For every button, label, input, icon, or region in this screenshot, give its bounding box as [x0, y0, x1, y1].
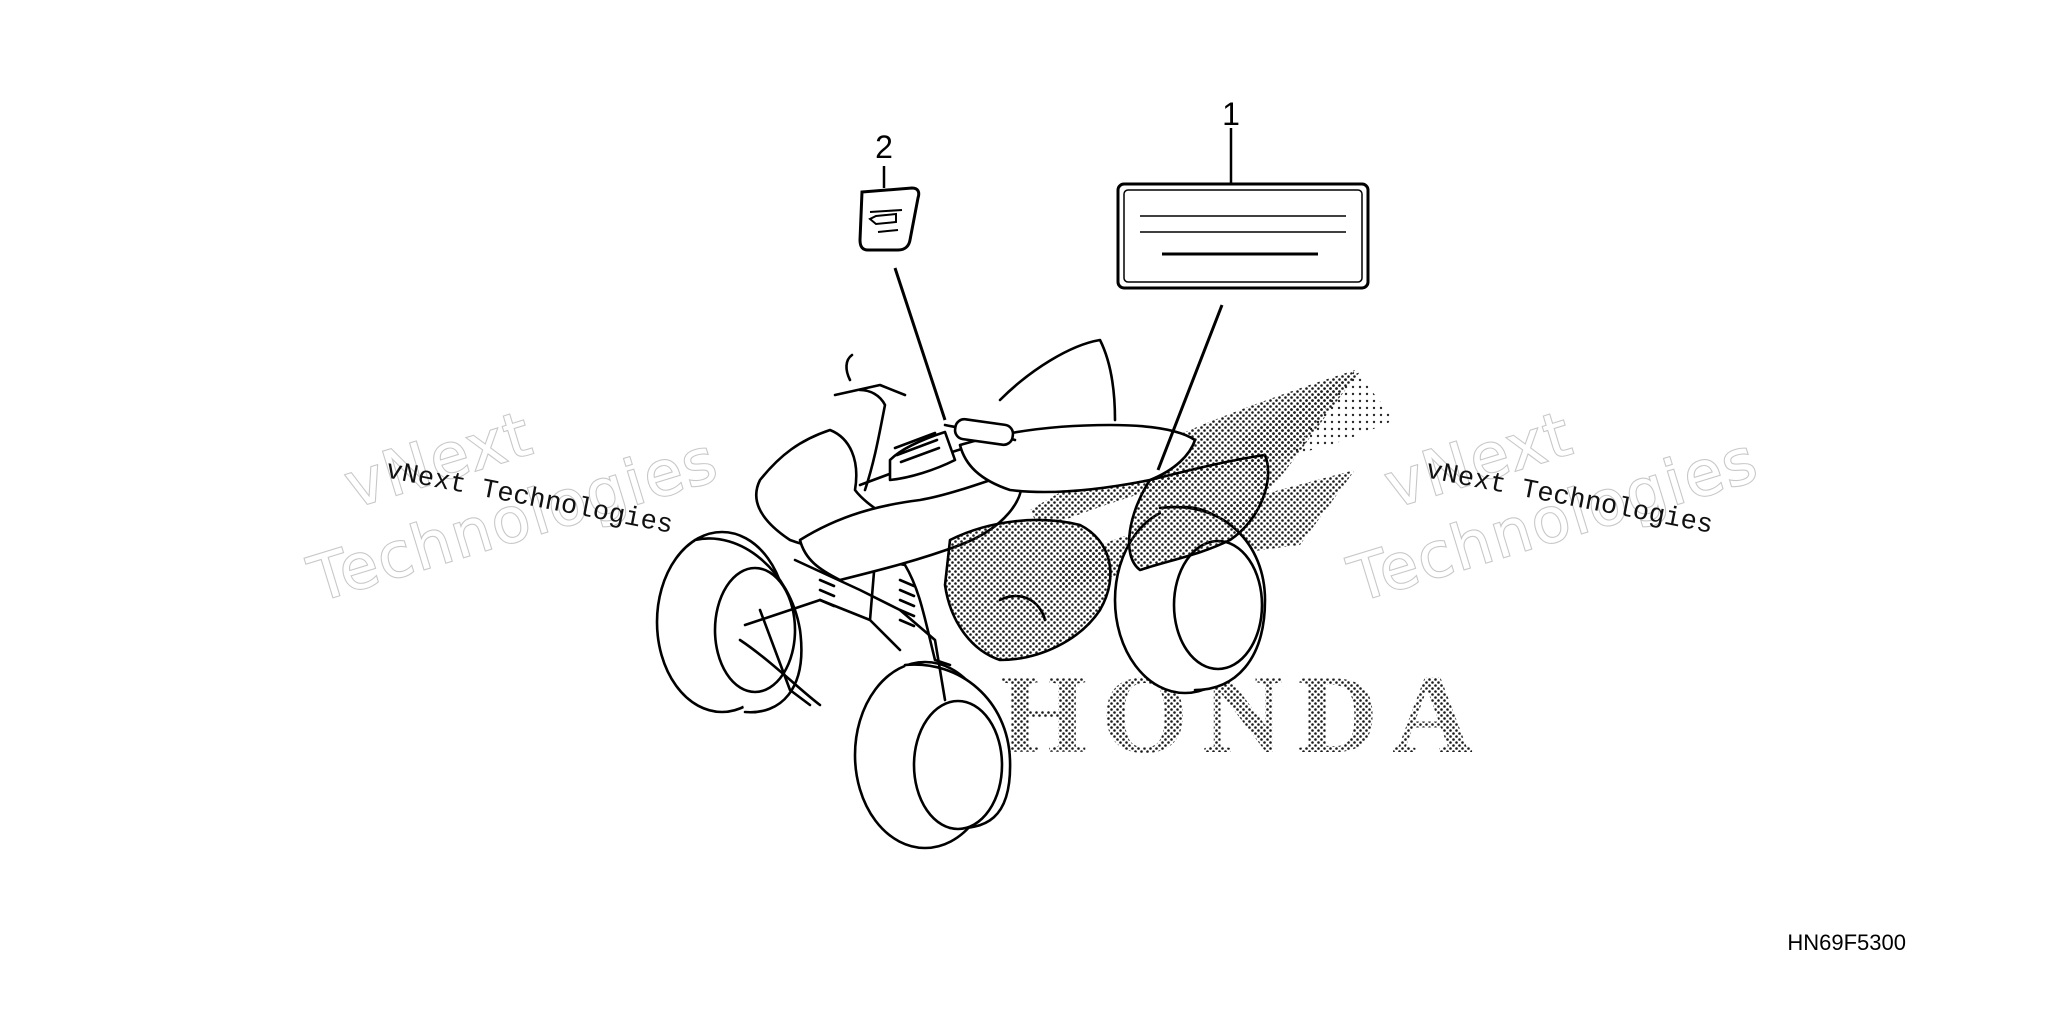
rear-rack	[998, 338, 1117, 422]
part-2-shift-label[interactable]	[858, 186, 921, 252]
left-arrow-icon	[868, 209, 903, 233]
front-bumper	[743, 598, 902, 652]
callout-number-2: 2	[875, 129, 893, 165]
body-nose	[798, 468, 1024, 582]
part-1-caution-label[interactable]	[1116, 182, 1370, 290]
honda-wordmark: HONDA	[1000, 653, 1487, 777]
rear-fender	[1127, 453, 1270, 572]
label-1-outer	[1116, 182, 1370, 290]
diagram-code: HN69F5300	[1787, 930, 1906, 955]
leader-line-2	[893, 267, 947, 421]
seat	[958, 423, 1197, 494]
label-2-outline	[858, 186, 921, 252]
brake-lever-left	[845, 353, 854, 382]
cables	[893, 431, 941, 464]
bumper-brace	[758, 608, 812, 707]
handlebar-left	[833, 383, 907, 397]
front-shock-spring	[818, 578, 836, 608]
leader-line-1	[1156, 304, 1224, 471]
right-grip	[953, 417, 1015, 447]
shock-spring	[898, 578, 916, 628]
engine	[943, 518, 1112, 662]
shock-absorber	[903, 563, 952, 667]
engine-detail	[998, 594, 1047, 622]
headlight-cowl	[888, 430, 957, 482]
watermark-right: vNext Technologies vNext Technologies	[1339, 395, 1767, 617]
steering-column	[858, 388, 887, 492]
callout-number-1: 1	[1222, 96, 1240, 132]
atv-illustration	[655, 338, 1270, 850]
front-left-wheel	[655, 530, 803, 714]
front-right-wheel	[853, 660, 1012, 850]
label-1-inner	[1123, 189, 1363, 283]
